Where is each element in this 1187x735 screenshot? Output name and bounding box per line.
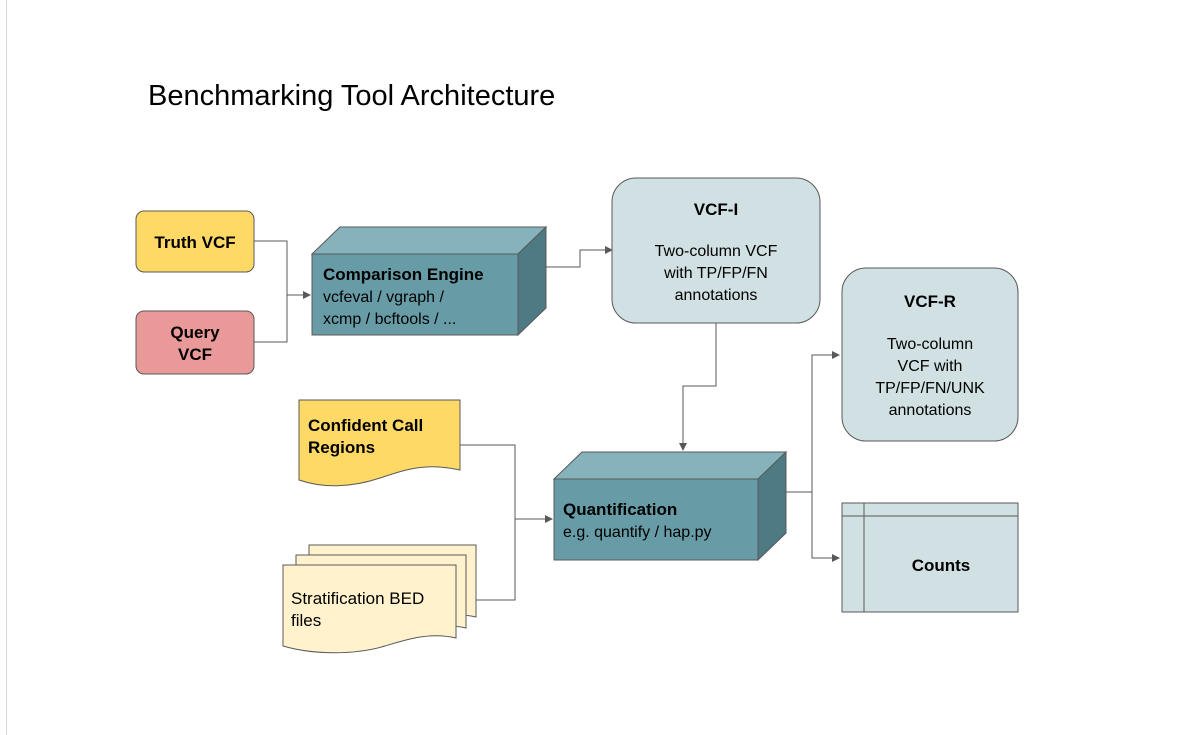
comparison-engine-title: Comparison Engine bbox=[323, 265, 484, 284]
connector-engine-to-vcfi bbox=[546, 246, 613, 268]
connector-quant-to-vcfr bbox=[786, 351, 840, 493]
vcf-i-node[interactable]: VCF-I Two-column VCF with TP/FP/FN annot… bbox=[611, 177, 821, 324]
query-vcf-box bbox=[135, 310, 255, 375]
stratification-node[interactable]: Stratification BED files bbox=[282, 544, 477, 654]
confident-regions-node[interactable]: Confident Call Regions bbox=[298, 399, 461, 487]
vcf-r-line3: TP/FP/FN/UNK bbox=[875, 380, 985, 397]
quantification-title: Quantification bbox=[563, 500, 677, 519]
stratification-line1: Stratification BED bbox=[291, 589, 424, 608]
confident-regions-line2: Regions bbox=[308, 438, 375, 457]
stratification-sheet-front bbox=[282, 564, 457, 654]
vcf-i-line2: with TP/FP/FN bbox=[663, 265, 768, 282]
counts-node[interactable]: Counts bbox=[841, 502, 1019, 613]
quantification-node[interactable]: Quantification e.g. quantify / hap.py bbox=[552, 450, 788, 562]
counts-label: Counts bbox=[912, 556, 971, 575]
confident-regions-line1: Confident Call bbox=[308, 416, 423, 435]
truth-vcf-node[interactable]: Truth VCF bbox=[135, 210, 255, 273]
query-vcf-label-line1: Query bbox=[170, 323, 220, 342]
query-vcf-node[interactable]: Query VCF bbox=[135, 310, 255, 375]
comparison-engine-top bbox=[310, 226, 548, 255]
connector-vcfi-to-quant bbox=[679, 323, 717, 451]
vcf-i-line1: Two-column VCF bbox=[655, 243, 778, 260]
quantification-top bbox=[552, 451, 788, 480]
quantification-front bbox=[553, 478, 759, 561]
vcf-r-title: VCF-R bbox=[904, 292, 956, 311]
connectors bbox=[254, 240, 840, 601]
comparison-engine-node[interactable]: Comparison Engine vcfeval / vgraph / xcm… bbox=[310, 225, 548, 337]
comparison-engine-line2: xcmp / bcftools / ... bbox=[323, 311, 456, 328]
vcf-r-line2: VCF with bbox=[898, 358, 963, 375]
comparison-engine-line1: vcfeval / vgraph / bbox=[323, 289, 445, 306]
slide-frame bbox=[6, 0, 1187, 735]
connector-confident-to-quant bbox=[460, 444, 553, 523]
vcf-r-box bbox=[841, 267, 1019, 442]
truth-vcf-label: Truth VCF bbox=[154, 233, 235, 252]
confident-regions-shape bbox=[298, 399, 461, 487]
truth-vcf-box bbox=[135, 210, 255, 273]
connector-quant-to-counts bbox=[811, 492, 840, 562]
quantification-line1: e.g. quantify / hap.py bbox=[563, 524, 712, 541]
counts-box bbox=[841, 502, 1019, 613]
connector-strat-to-quant bbox=[476, 519, 516, 601]
vcf-r-line1: Two-column bbox=[887, 336, 973, 353]
vcf-i-box bbox=[611, 177, 821, 324]
stratification-line2: files bbox=[291, 611, 321, 630]
query-vcf-label-line2: VCF bbox=[178, 345, 212, 364]
connector-query-to-engine bbox=[254, 295, 288, 343]
vcf-r-node[interactable]: VCF-R Two-column VCF with TP/FP/FN/UNK a… bbox=[841, 267, 1019, 442]
connector-truth-to-engine bbox=[254, 240, 311, 299]
vcf-r-line4: annotations bbox=[889, 402, 972, 419]
vcf-i-title: VCF-I bbox=[694, 200, 738, 219]
diagram-title: Benchmarking Tool Architecture bbox=[148, 80, 555, 112]
vcf-i-line3: annotations bbox=[675, 287, 758, 304]
comparison-engine-front bbox=[311, 253, 519, 336]
